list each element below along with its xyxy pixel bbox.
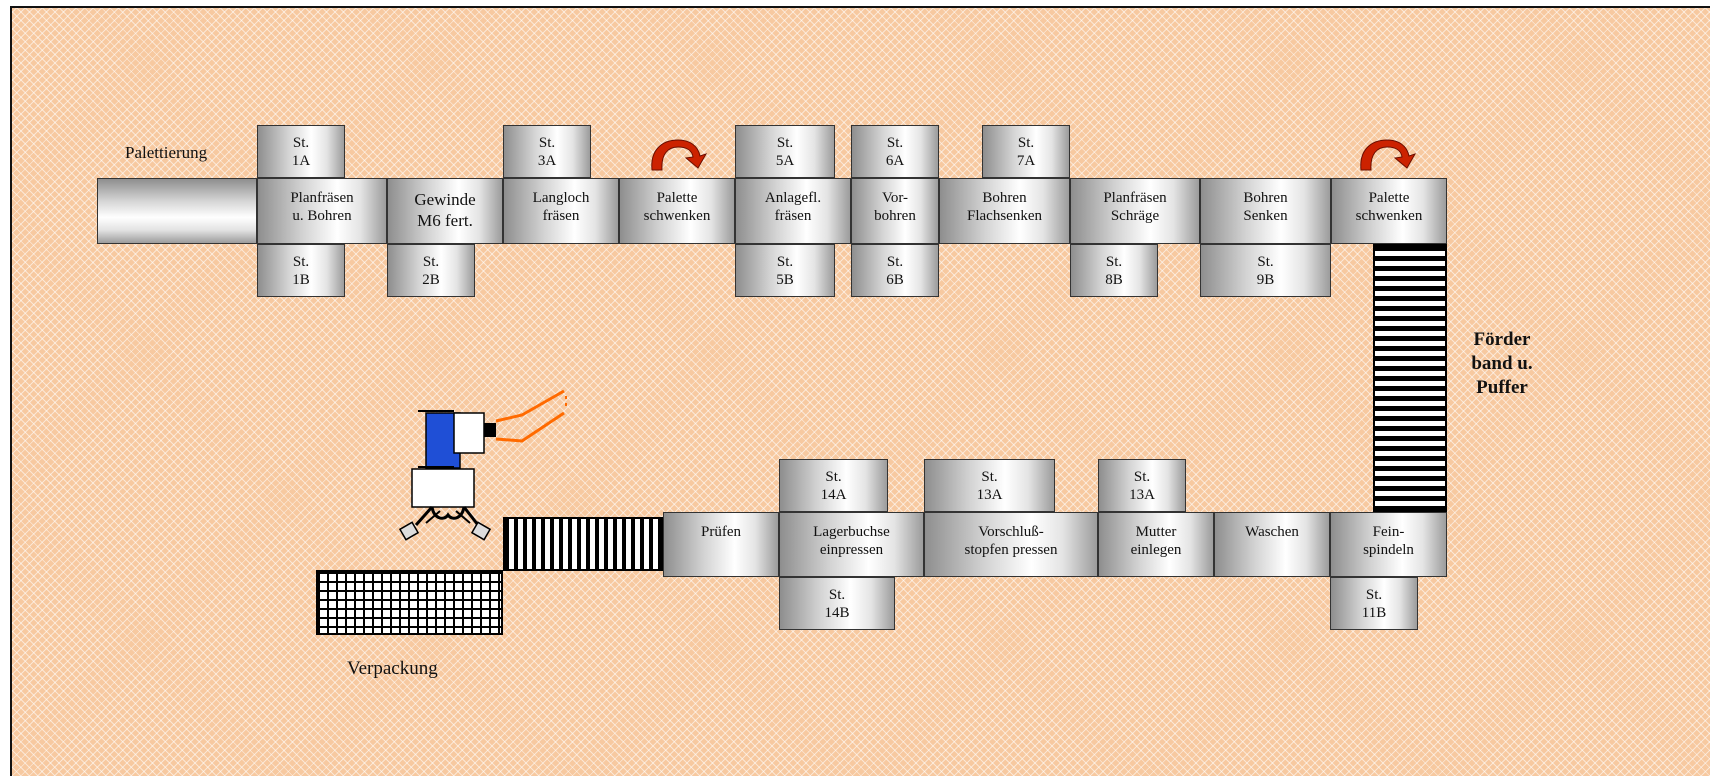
station-14a: St. 14A xyxy=(779,459,888,512)
rotate-arrow-icon xyxy=(1357,136,1419,172)
packaging-pallet-grid xyxy=(316,570,503,635)
station-1a: St. 1A xyxy=(257,125,345,178)
station-6a: St. 6A xyxy=(851,125,939,178)
station-9b: St. 9B xyxy=(1200,244,1331,297)
station-5a: St. 5A xyxy=(735,125,835,178)
op-mutter-einlegen: Mutter einlegen xyxy=(1098,512,1214,577)
label-verpackung: Verpackung xyxy=(347,658,438,680)
op-langloch-fraesen: Langloch fräsen xyxy=(503,178,619,244)
diagram-frame: Palettierung Verpackung Förder band u. P… xyxy=(10,6,1710,776)
station-13a-1: St. 13A xyxy=(924,459,1055,512)
label-palettierung: Palettierung xyxy=(125,143,207,163)
station-7a: St. 7A xyxy=(982,125,1070,178)
op-lagerbuchse-einpressen: Lagerbuchse einpressen xyxy=(779,512,924,577)
robot-icon xyxy=(404,383,584,543)
station-6b: St. 6B xyxy=(851,244,939,297)
op-palette-schwenken-2: Palette schwenken xyxy=(1331,178,1447,244)
op-vorbohren: Vor- bohren xyxy=(851,178,939,244)
op-gewinde-m6: Gewinde M6 fert. xyxy=(387,178,503,244)
palettierung-conveyor xyxy=(97,178,257,244)
station-13a-2: St. 13A xyxy=(1098,459,1186,512)
op-feinspindeln: Fein- spindeln xyxy=(1330,512,1447,577)
station-3a: St. 3A xyxy=(503,125,591,178)
op-waschen: Waschen xyxy=(1214,512,1330,577)
conveyor-buffer xyxy=(1373,244,1447,512)
label-foerderband-puffer: Förder band u. Puffer xyxy=(1457,328,1547,400)
station-1b: St. 1B xyxy=(257,244,345,297)
op-anlagefl-fraesen: Anlagefl. fräsen xyxy=(735,178,851,244)
op-bohren-flachsenken: Bohren Flachsenken xyxy=(939,178,1070,244)
station-14b: St. 14B xyxy=(779,577,895,630)
op-palette-schwenken-1: Palette schwenken xyxy=(619,178,735,244)
op-planfraesen-schraege: Planfräsen Schräge xyxy=(1070,178,1200,244)
op-bohren-senken: Bohren Senken xyxy=(1200,178,1331,244)
op-pruefen: Prüfen xyxy=(663,512,779,577)
station-2b: St. 2B xyxy=(387,244,475,297)
op-vorschlussstopfen-pressen: Vorschluß- stopfen pressen xyxy=(924,512,1098,577)
station-11b: St. 11B xyxy=(1330,577,1418,630)
station-5b: St. 5B xyxy=(735,244,835,297)
station-8b: St. 8B xyxy=(1070,244,1158,297)
op-planfraesen-bohren: Planfräsen u. Bohren xyxy=(257,178,387,244)
rotate-arrow-icon xyxy=(648,136,710,172)
